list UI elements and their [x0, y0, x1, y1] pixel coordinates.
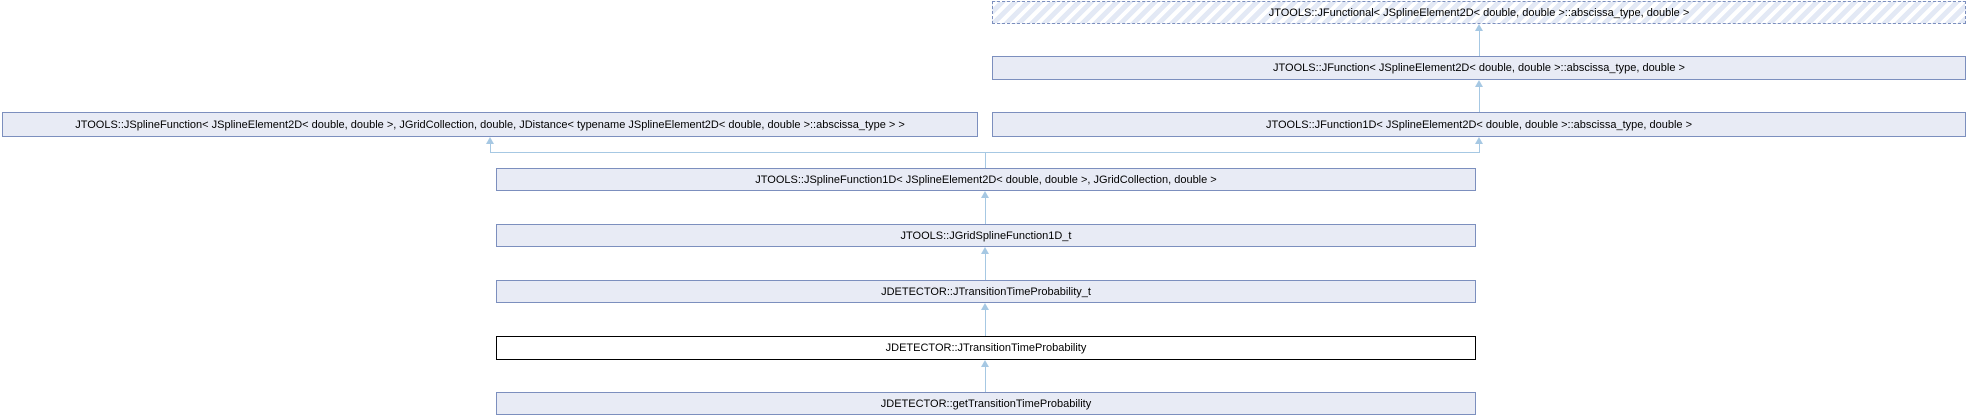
- inheritance-edge-line: [490, 143, 491, 153]
- class-node-jfunctional[interactable]: JTOOLS::JFunctional< JSplineElement2D< d…: [992, 1, 1966, 24]
- class-node-jfunction[interactable]: JTOOLS::JFunction< JSplineElement2D< dou…: [992, 56, 1966, 80]
- inheritance-arrowhead-icon: [486, 137, 494, 144]
- class-node-jsplinefunction1d[interactable]: JTOOLS::JSplineFunction1D< JSplineElemen…: [496, 168, 1476, 191]
- class-node-jtransitiontimeprobability-current: JDETECTOR::JTransitionTimeProbability: [496, 336, 1476, 360]
- class-node-gettransitiontimeprobability[interactable]: JDETECTOR::getTransitionTimeProbability: [496, 392, 1476, 415]
- inheritance-edge-line: [1479, 86, 1480, 112]
- inheritance-edge-line: [1479, 143, 1480, 153]
- inheritance-arrowhead-icon: [981, 303, 989, 310]
- inheritance-edge-line: [985, 366, 986, 392]
- inheritance-edge-line: [985, 309, 986, 336]
- inheritance-arrowhead-icon: [981, 247, 989, 254]
- class-node-jsplinefunction[interactable]: JTOOLS::JSplineFunction< JSplineElement2…: [2, 112, 978, 137]
- inheritance-arrowhead-icon: [981, 191, 989, 198]
- inheritance-arrowhead-icon: [981, 360, 989, 367]
- inheritance-edge-line: [1479, 30, 1480, 56]
- class-node-jtransitiontimeprobability-t[interactable]: JDETECTOR::JTransitionTimeProbability_t: [496, 280, 1476, 303]
- inheritance-arrowhead-icon: [1475, 137, 1483, 144]
- class-node-jgridsplinefunction1d-t[interactable]: JTOOLS::JGridSplineFunction1D_t: [496, 224, 1476, 247]
- inheritance-arrowhead-icon: [1475, 24, 1483, 31]
- inheritance-arrowhead-icon: [1475, 80, 1483, 87]
- inheritance-edge-line: [985, 197, 986, 224]
- inheritance-edge-line: [985, 152, 986, 168]
- class-node-jfunction1d[interactable]: JTOOLS::JFunction1D< JSplineElement2D< d…: [992, 112, 1966, 137]
- inheritance-edge-line: [985, 253, 986, 280]
